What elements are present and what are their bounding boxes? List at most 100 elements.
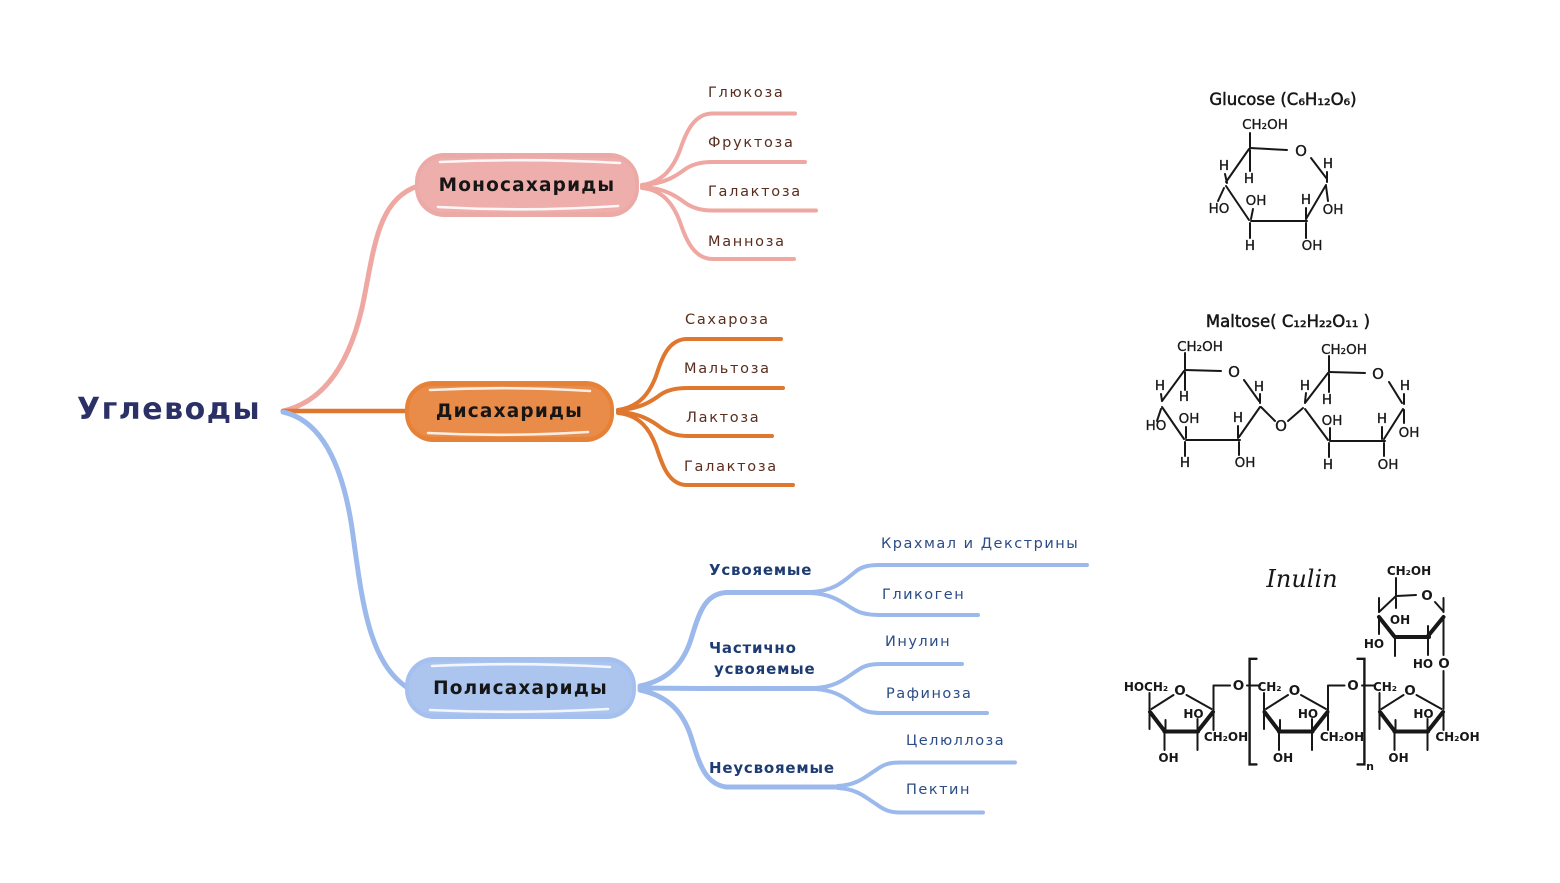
atom-label: HO [1183, 707, 1203, 721]
structure-inulin-title: Inulin [1265, 565, 1337, 593]
leaf-lactose: Лактоза [686, 410, 761, 426]
atom-label: CH₂OH [1435, 730, 1479, 744]
bond-line [1287, 407, 1304, 422]
atom-label: O [1275, 417, 1287, 435]
atom-label: CH₂OH [1321, 342, 1367, 358]
branch-group-partially [637, 685, 818, 691]
bond-line [1243, 379, 1260, 402]
leaf-fructose: Фруктоза [708, 135, 795, 151]
branch-root-polysaccharides [280, 409, 411, 691]
branch-leaf-galactose1 [640, 185, 818, 213]
bond-line [1300, 694, 1327, 710]
bond-line [1238, 406, 1261, 438]
bond-line [1148, 710, 1167, 733]
leaf-galactose-2: Галактоза [684, 458, 778, 475]
bond-line [1305, 184, 1327, 220]
atom-label: OH [1322, 413, 1343, 429]
bond-line [1378, 710, 1397, 733]
bond-line [1161, 370, 1185, 402]
atom-label: CH₂OH [1204, 730, 1248, 744]
bracket [1356, 657, 1366, 766]
branch-leaf-pectin [836, 786, 985, 815]
atom-label: OH [1323, 202, 1344, 218]
branch-leaf-galactose2 [616, 411, 795, 487]
atom-label: OH [1273, 751, 1293, 765]
bond-line [1388, 381, 1403, 404]
bond-line [1426, 615, 1446, 638]
atom-label: HO [1298, 707, 1318, 721]
atom-label: OH [1378, 457, 1399, 473]
branch-leaf-cellulose [836, 760, 1017, 788]
atom-label: H [1377, 411, 1387, 427]
atom-label: CH₂ [1373, 680, 1397, 694]
atom-label: CH₂OH [1242, 117, 1288, 133]
branch-root-monosaccharides [280, 183, 421, 414]
atom-label: OH [1158, 751, 1178, 765]
branch-leaf-mannose [640, 186, 796, 261]
atom-label: HO [1364, 637, 1384, 651]
bond-line [1265, 694, 1289, 710]
bond-line [1184, 369, 1222, 372]
atom-label: OH [1179, 411, 1200, 427]
bond-line [1262, 710, 1281, 733]
bond-line [1250, 208, 1254, 220]
atom-label: H [1180, 455, 1190, 471]
atom-label: H [1322, 392, 1332, 408]
branch-group-digestible [637, 590, 814, 689]
bond-line [1225, 148, 1250, 183]
atom-label: HO [1146, 418, 1167, 434]
bond-line [1224, 173, 1228, 184]
bond-line [1160, 393, 1163, 402]
atom-label: OH [1235, 455, 1256, 471]
atom-label: OH [1302, 238, 1323, 254]
branch-leaf-raffinose [813, 687, 989, 715]
node-monosaccharides-label: Моносахариды [438, 174, 616, 196]
branch-leaf-inulin [813, 662, 964, 690]
atom-label: H [1219, 158, 1229, 174]
atom-label: H [1400, 378, 1410, 394]
bond-line [1304, 372, 1329, 404]
leaf-cellulose: Целюллоза [906, 733, 1006, 749]
bond-line [1415, 694, 1443, 710]
atom-label: O [1372, 365, 1384, 383]
leaf-maltose: Мальтоза [684, 361, 771, 377]
node-polysaccharides-label: Полисахариды [433, 677, 608, 699]
branch-group-indigestible [637, 687, 841, 790]
atom-label: HO [1413, 707, 1433, 721]
atom-label: H [1254, 379, 1264, 395]
branch-leaf-sucrose [616, 337, 783, 412]
group-digestible-label: Усвояемые [709, 561, 813, 579]
branch-leaf-fructose [640, 160, 807, 187]
atom-label: O [1174, 683, 1185, 699]
bond-line [1310, 710, 1330, 733]
bond-line [1150, 694, 1175, 710]
bond-line [1304, 408, 1329, 441]
atom-label: O [1233, 678, 1244, 694]
branch-leaf-maltose [616, 386, 785, 412]
bond-line [1249, 147, 1288, 151]
atom-label: H [1323, 457, 1333, 473]
atom-label: CH₂OH [1177, 339, 1223, 355]
atom-label: O [1438, 656, 1449, 672]
group-partially-label-line1: Частично [709, 639, 797, 657]
node-monosaccharides-shape [415, 153, 639, 217]
bond-line [1304, 392, 1307, 403]
atom-label: OH [1399, 425, 1420, 441]
root-label: Углеводы [77, 392, 262, 427]
bond-line [1196, 710, 1215, 733]
group-indigestible-label: Неусвояемые [709, 759, 835, 777]
atom-label: CH₂OH [1320, 730, 1364, 744]
atom-label: O [1347, 678, 1358, 694]
atom-label: HO [1209, 201, 1230, 217]
branch-leaf-glycogen [809, 591, 980, 617]
group-partially-label-line2: усвояемые [714, 660, 816, 678]
bond-line [1325, 185, 1329, 202]
bond-line [1225, 185, 1250, 221]
bond-line [1380, 694, 1405, 710]
atom-label: H [1323, 156, 1333, 172]
node-disaccharides-shape [405, 381, 614, 442]
structure-maltose-title: Maltose( C₁₂H₂₂O₁₁ ) [1206, 312, 1370, 331]
